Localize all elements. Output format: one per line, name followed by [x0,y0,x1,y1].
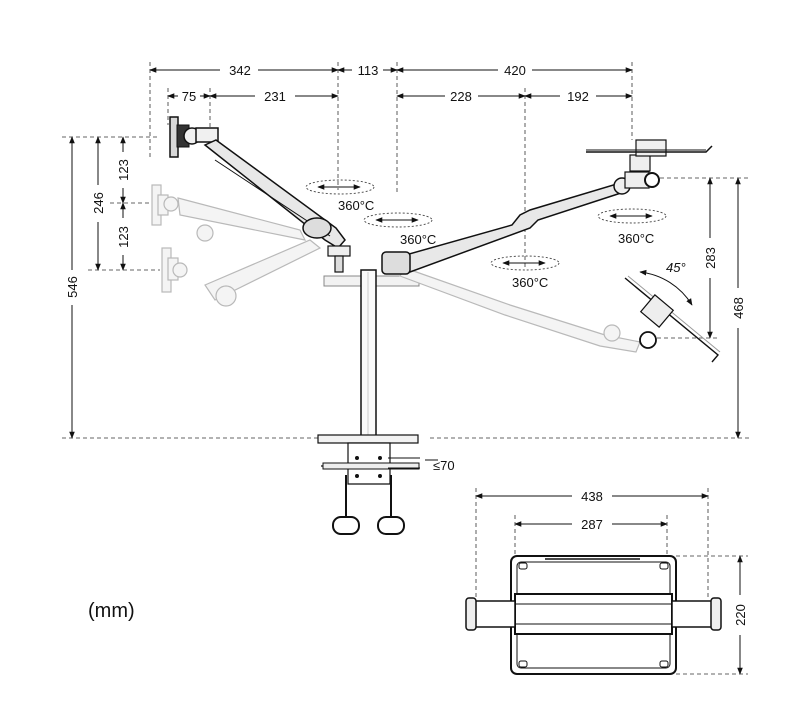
dim-283-label: 283 [703,247,718,269]
dim-287-label: 287 [581,517,603,532]
dim-123-lower-label: 123 [116,226,131,248]
dim-220-label: 220 [733,604,748,626]
dim-123-upper-label: 123 [116,159,131,181]
dim-192-label: 192 [567,89,589,104]
rotation-label-1: 360°C [338,198,374,213]
left-arm-ghosts [151,184,322,307]
tilt-angle-label: 45° [666,260,686,275]
dim-75-label: 75 [182,89,196,104]
right-dimensions: 283 468 [430,177,750,439]
dim-113-label: 113 [358,63,379,78]
right-laptop-arm [381,139,713,275]
right-arm-ghost [399,267,641,353]
dim-342-label: 342 [229,63,251,78]
dim-231-label: 231 [264,89,286,104]
dim-468-label: 468 [731,297,746,319]
left-monitor-arm [169,116,351,273]
pole-and-clamp: ≤70 [317,269,455,535]
dim-228-label: 228 [450,89,472,104]
rotation-label-4: 360°C [618,231,654,246]
left-dimensions: 546 246 123 123 [62,136,320,439]
rotation-label-2: 360°C [400,232,436,247]
dim-546-label: 546 [65,276,80,298]
dim-246-label: 246 [91,192,106,214]
rotation-indicators: 360°C 360°C 360°C 360°C [305,179,667,290]
tilted-laptop-tray: 45° [624,260,721,363]
rotation-label-3: 360°C [512,275,548,290]
dim-420-label: 420 [504,63,526,78]
clamp-thickness-label: ≤70 [433,458,455,473]
tray-top-view: 438 287 220 [465,488,748,675]
dim-438-label: 438 [581,489,603,504]
top-dimensions: 342 113 420 75 231 228 192 [149,62,633,270]
unit-note: (mm) [88,600,135,622]
